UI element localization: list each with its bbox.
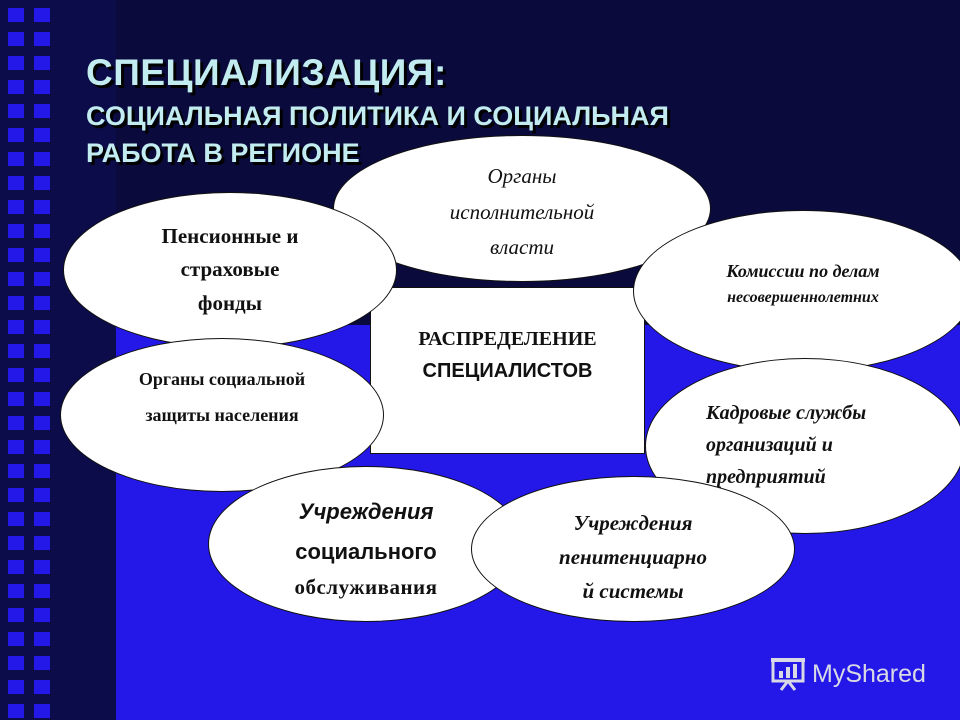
node-pension: Пенсионные и страховые фонды (63, 192, 397, 348)
film-hole (8, 224, 24, 238)
film-hole (8, 56, 24, 70)
film-hole (34, 128, 50, 142)
film-hole (34, 176, 50, 190)
film-hole (34, 320, 50, 334)
presentation-icon (771, 658, 805, 691)
film-hole (34, 560, 50, 574)
film-hole (8, 584, 24, 598)
node-social-protection: Органы социальной защиты населения (60, 338, 384, 492)
node-executive-line-3: власти (489, 235, 554, 259)
film-hole (34, 152, 50, 166)
film-hole (8, 464, 24, 478)
film-hole (34, 656, 50, 670)
film-hole (34, 272, 50, 286)
node-social-service-line-3: обслуживания (294, 575, 438, 599)
film-hole (8, 560, 24, 574)
film-hole (8, 440, 24, 454)
node-hr-line-1: Кадровые службы (706, 402, 867, 424)
node-minors: Комиссии по делам несовершеннолетних (633, 210, 960, 372)
film-hole (8, 416, 24, 430)
film-hole (34, 224, 50, 238)
film-hole (8, 80, 24, 94)
film-hole (34, 632, 50, 646)
node-social-protection-line-1: Органы социальной (138, 369, 306, 389)
film-hole (34, 704, 50, 718)
film-hole (8, 536, 24, 550)
node-pension-line-3: фонды (197, 291, 263, 315)
film-hole (34, 200, 50, 214)
center-line-1: РАСПРЕДЕЛЕНИЕ (418, 328, 597, 350)
film-hole (8, 296, 24, 310)
title-line-2: СОЦИАЛЬНАЯ ПОЛИТИКА И СОЦИАЛЬНАЯ (86, 101, 669, 131)
film-hole (8, 272, 24, 286)
node-minors-line-2: несовершеннолетних (727, 289, 879, 306)
node-executive-line-2: исполнительной (449, 200, 595, 224)
film-hole (34, 296, 50, 310)
center-box: РАСПРЕДЕЛЕНИЕ СПЕЦИАЛИСТОВ (370, 287, 645, 454)
node-penitentiary-line-1: Учреждения (573, 511, 693, 535)
film-hole (8, 344, 24, 358)
node-hr-line-2: организаций и (706, 434, 833, 456)
title-line-1: СПЕЦИАЛИЗАЦИЯ: (86, 52, 447, 93)
film-hole (34, 536, 50, 550)
film-hole (34, 416, 50, 430)
film-hole (34, 344, 50, 358)
film-hole (8, 632, 24, 646)
film-hole (34, 392, 50, 406)
film-hole (8, 32, 24, 46)
film-hole (8, 488, 24, 502)
node-minors-line-1: Комиссии по делам (726, 261, 880, 281)
film-hole (8, 176, 24, 190)
film-hole (8, 704, 24, 718)
film-hole (8, 200, 24, 214)
film-hole (34, 512, 50, 526)
film-hole (34, 680, 50, 694)
film-hole (34, 8, 50, 22)
film-hole (34, 584, 50, 598)
film-hole (8, 128, 24, 142)
node-penitentiary-line-3: й системы (582, 579, 684, 603)
film-hole (8, 512, 24, 526)
film-hole (34, 608, 50, 622)
node-pension-line-1: Пенсионные и (161, 224, 299, 248)
node-social-service: Учреждения социального обслуживания (208, 466, 524, 622)
film-hole (8, 368, 24, 382)
film-hole (8, 656, 24, 670)
film-hole (34, 440, 50, 454)
film-hole (34, 368, 50, 382)
node-pension-line-2: страховые (180, 257, 280, 281)
film-hole (8, 152, 24, 166)
film-hole (8, 104, 24, 118)
node-penitentiary-line-2: пенитенциарно (559, 545, 707, 569)
film-hole (34, 32, 50, 46)
film-hole (34, 488, 50, 502)
node-penitentiary: Учреждения пенитенциарно й системы (471, 476, 795, 622)
node-social-service-line-2: социального (295, 539, 437, 564)
film-hole (34, 80, 50, 94)
film-hole (34, 248, 50, 262)
title-line-3: РАБОТА В РЕГИОНЕ (86, 138, 360, 168)
node-social-protection-line-2: защиты населения (145, 405, 299, 425)
film-hole (34, 104, 50, 118)
film-hole (8, 320, 24, 334)
center-line-2: СПЕЦИАЛИСТОВ (422, 360, 593, 382)
watermark-text: MyShared (812, 659, 926, 688)
film-hole (34, 464, 50, 478)
film-hole (8, 392, 24, 406)
film-hole (34, 56, 50, 70)
film-hole (8, 248, 24, 262)
film-hole (8, 608, 24, 622)
watermark: MyShared (770, 656, 926, 692)
film-hole (8, 8, 24, 22)
node-executive-line-1: Органы (487, 164, 557, 188)
film-hole (8, 680, 24, 694)
node-hr-line-3: предприятий (706, 466, 826, 488)
node-social-service-line-1: Учреждения (298, 499, 434, 524)
